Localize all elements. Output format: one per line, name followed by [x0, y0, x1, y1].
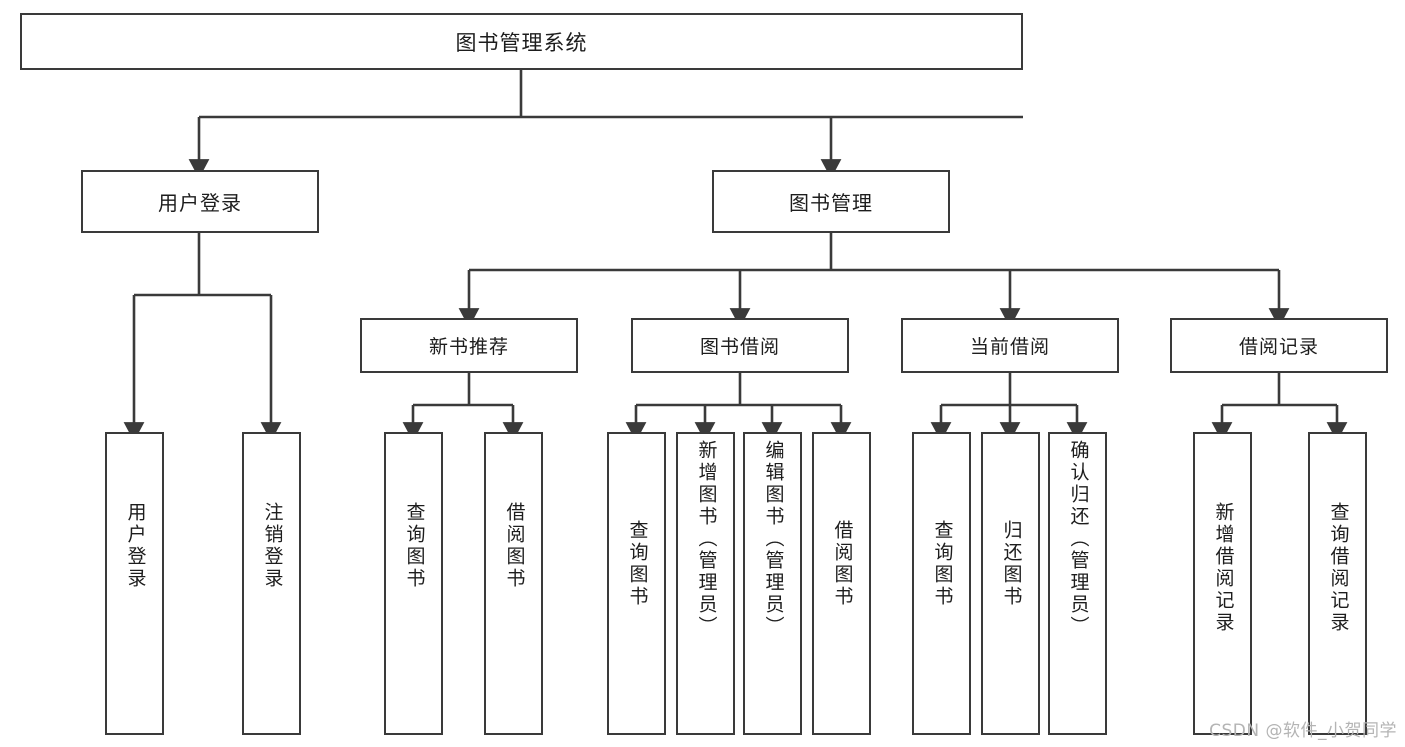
node-leaf-borrow-record-2[interactable]: 查询借阅记录: [1308, 432, 1367, 735]
node-leaf-user-login-1[interactable]: 用户登录: [105, 432, 164, 735]
node-label: 确认归还（管理员）: [1067, 440, 1090, 638]
node-label: 新增借阅记录: [1212, 502, 1235, 634]
node-new-book-recommend[interactable]: 新书推荐: [360, 318, 578, 373]
node-label: 新书推荐: [428, 336, 509, 358]
node-borrow-record[interactable]: 借阅记录: [1170, 318, 1388, 373]
node-book-manage[interactable]: 图书管理: [712, 170, 950, 233]
node-leaf-book-borrow-2[interactable]: 新增图书（管理员）: [676, 432, 735, 735]
node-leaf-new-book-2[interactable]: 借阅图书: [484, 432, 543, 735]
node-label: 借阅记录: [1238, 336, 1319, 358]
node-leaf-book-borrow-4[interactable]: 借阅图书: [812, 432, 871, 735]
node-label: 新增图书（管理员）: [695, 440, 718, 638]
node-label: 图书管理: [789, 191, 873, 215]
node-root-system[interactable]: 图书管理系统: [20, 13, 1023, 70]
node-leaf-current-borrow-1[interactable]: 查询图书: [912, 432, 971, 735]
node-label: 查询图书: [931, 520, 954, 608]
node-leaf-new-book-1[interactable]: 查询图书: [384, 432, 443, 735]
node-label: 用户登录: [158, 191, 242, 215]
node-label: 注销登录: [261, 502, 284, 590]
node-label: 图书管理系统: [455, 30, 588, 55]
node-leaf-book-borrow-1[interactable]: 查询图书: [607, 432, 666, 735]
node-user-login[interactable]: 用户登录: [81, 170, 319, 233]
node-label: 借阅图书: [503, 502, 526, 590]
node-label: 查询借阅记录: [1327, 502, 1350, 634]
node-label: 借阅图书: [831, 520, 854, 608]
node-label: 图书借阅: [699, 336, 780, 358]
node-current-borrow[interactable]: 当前借阅: [901, 318, 1119, 373]
node-leaf-current-borrow-2[interactable]: 归还图书: [981, 432, 1040, 735]
node-leaf-user-login-2[interactable]: 注销登录: [242, 432, 301, 735]
node-label: 用户登录: [124, 502, 147, 590]
node-leaf-current-borrow-3[interactable]: 确认归还（管理员）: [1048, 432, 1107, 735]
node-label: 归还图书: [1000, 520, 1023, 608]
node-label: 查询图书: [626, 520, 649, 608]
node-label: 编辑图书（管理员）: [762, 440, 785, 638]
watermark: CSDN @软件_小贺同学: [1209, 721, 1397, 741]
node-label: 查询图书: [403, 502, 426, 590]
node-label: 当前借阅: [969, 336, 1050, 358]
node-leaf-borrow-record-1[interactable]: 新增借阅记录: [1193, 432, 1252, 735]
node-leaf-book-borrow-3[interactable]: 编辑图书（管理员）: [743, 432, 802, 735]
node-book-borrow[interactable]: 图书借阅: [631, 318, 849, 373]
